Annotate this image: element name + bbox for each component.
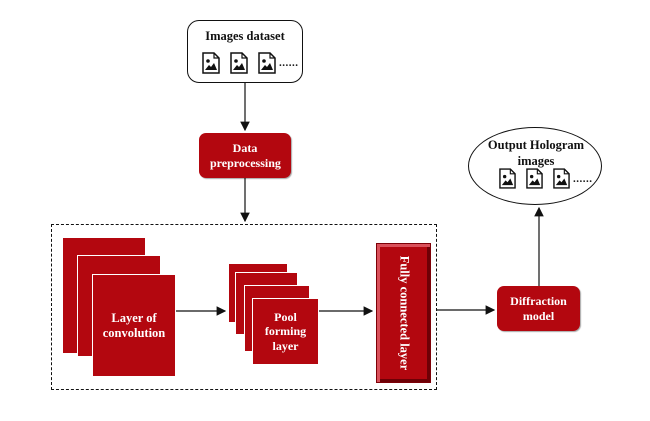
output-ellipsis: ......	[573, 173, 593, 185]
image-file-icon	[230, 52, 248, 74]
cnn-container	[51, 224, 437, 390]
pool-forming-layer-label: Pool forming layer	[264, 309, 307, 353]
diffraction-model-label: Diffraction model	[510, 294, 567, 323]
image-file-icon	[202, 52, 220, 74]
output-hologram-ellipse: Output Hologram images ......	[468, 127, 602, 205]
images-dataset-box: Images dataset ......	[187, 20, 303, 83]
pool-sheet-front: Pool forming layer	[252, 298, 319, 365]
output-hologram-title: Output Hologram images	[487, 138, 585, 168]
image-file-icon	[526, 168, 543, 189]
fully-connected-layer-box: Fully connected layer	[376, 243, 431, 383]
fully-connected-layer-label: Fully connected layer	[397, 255, 411, 371]
images-dataset-title: Images dataset	[205, 29, 285, 43]
diffraction-model-box: Diffraction model	[497, 286, 580, 331]
image-file-icon	[258, 52, 276, 74]
layer-of-convolution-label: Layer of convolution	[102, 310, 166, 340]
data-preprocessing-label: Data preprocessing	[210, 141, 281, 170]
image-file-icon	[553, 168, 570, 189]
image-file-icon	[499, 168, 516, 189]
dataset-ellipsis: ......	[279, 57, 299, 69]
conv-sheet-front: Layer of convolution	[92, 274, 176, 377]
data-preprocessing-box: Data preprocessing	[199, 133, 291, 178]
